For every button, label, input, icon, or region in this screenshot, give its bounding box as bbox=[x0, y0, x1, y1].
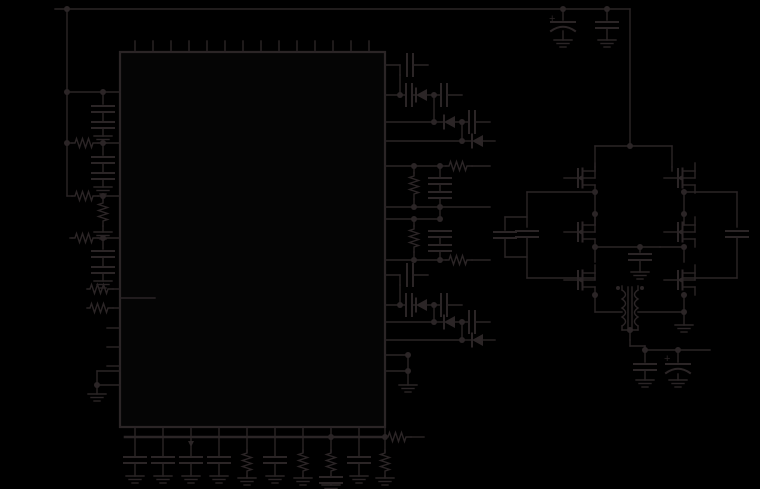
charge-pump-upper bbox=[384, 53, 496, 149]
controller-ic[interactable] bbox=[118, 50, 387, 429]
h-bridge-mosfet-array bbox=[493, 143, 749, 313]
bottom-decoupling-bank bbox=[123, 431, 425, 489]
output-polarity-plus-label: + bbox=[664, 353, 670, 365]
rc-filter-network-b bbox=[384, 206, 491, 266]
polarity-plus-label: + bbox=[549, 13, 555, 25]
output-transformer bbox=[594, 285, 685, 351]
left-bias-network bbox=[64, 89, 121, 402]
ic-top-pins bbox=[134, 40, 370, 53]
ic-lower-right-ground-pins bbox=[384, 352, 418, 393]
charge-pump-lower bbox=[384, 263, 496, 348]
output-filter: + bbox=[633, 347, 711, 388]
rc-filter-network-a bbox=[384, 160, 491, 210]
gate-drive-ground bbox=[674, 309, 694, 333]
ic-bottom-pins bbox=[134, 426, 386, 438]
top-supply-rail bbox=[54, 6, 631, 147]
input-bulk-caps: + bbox=[549, 6, 619, 48]
